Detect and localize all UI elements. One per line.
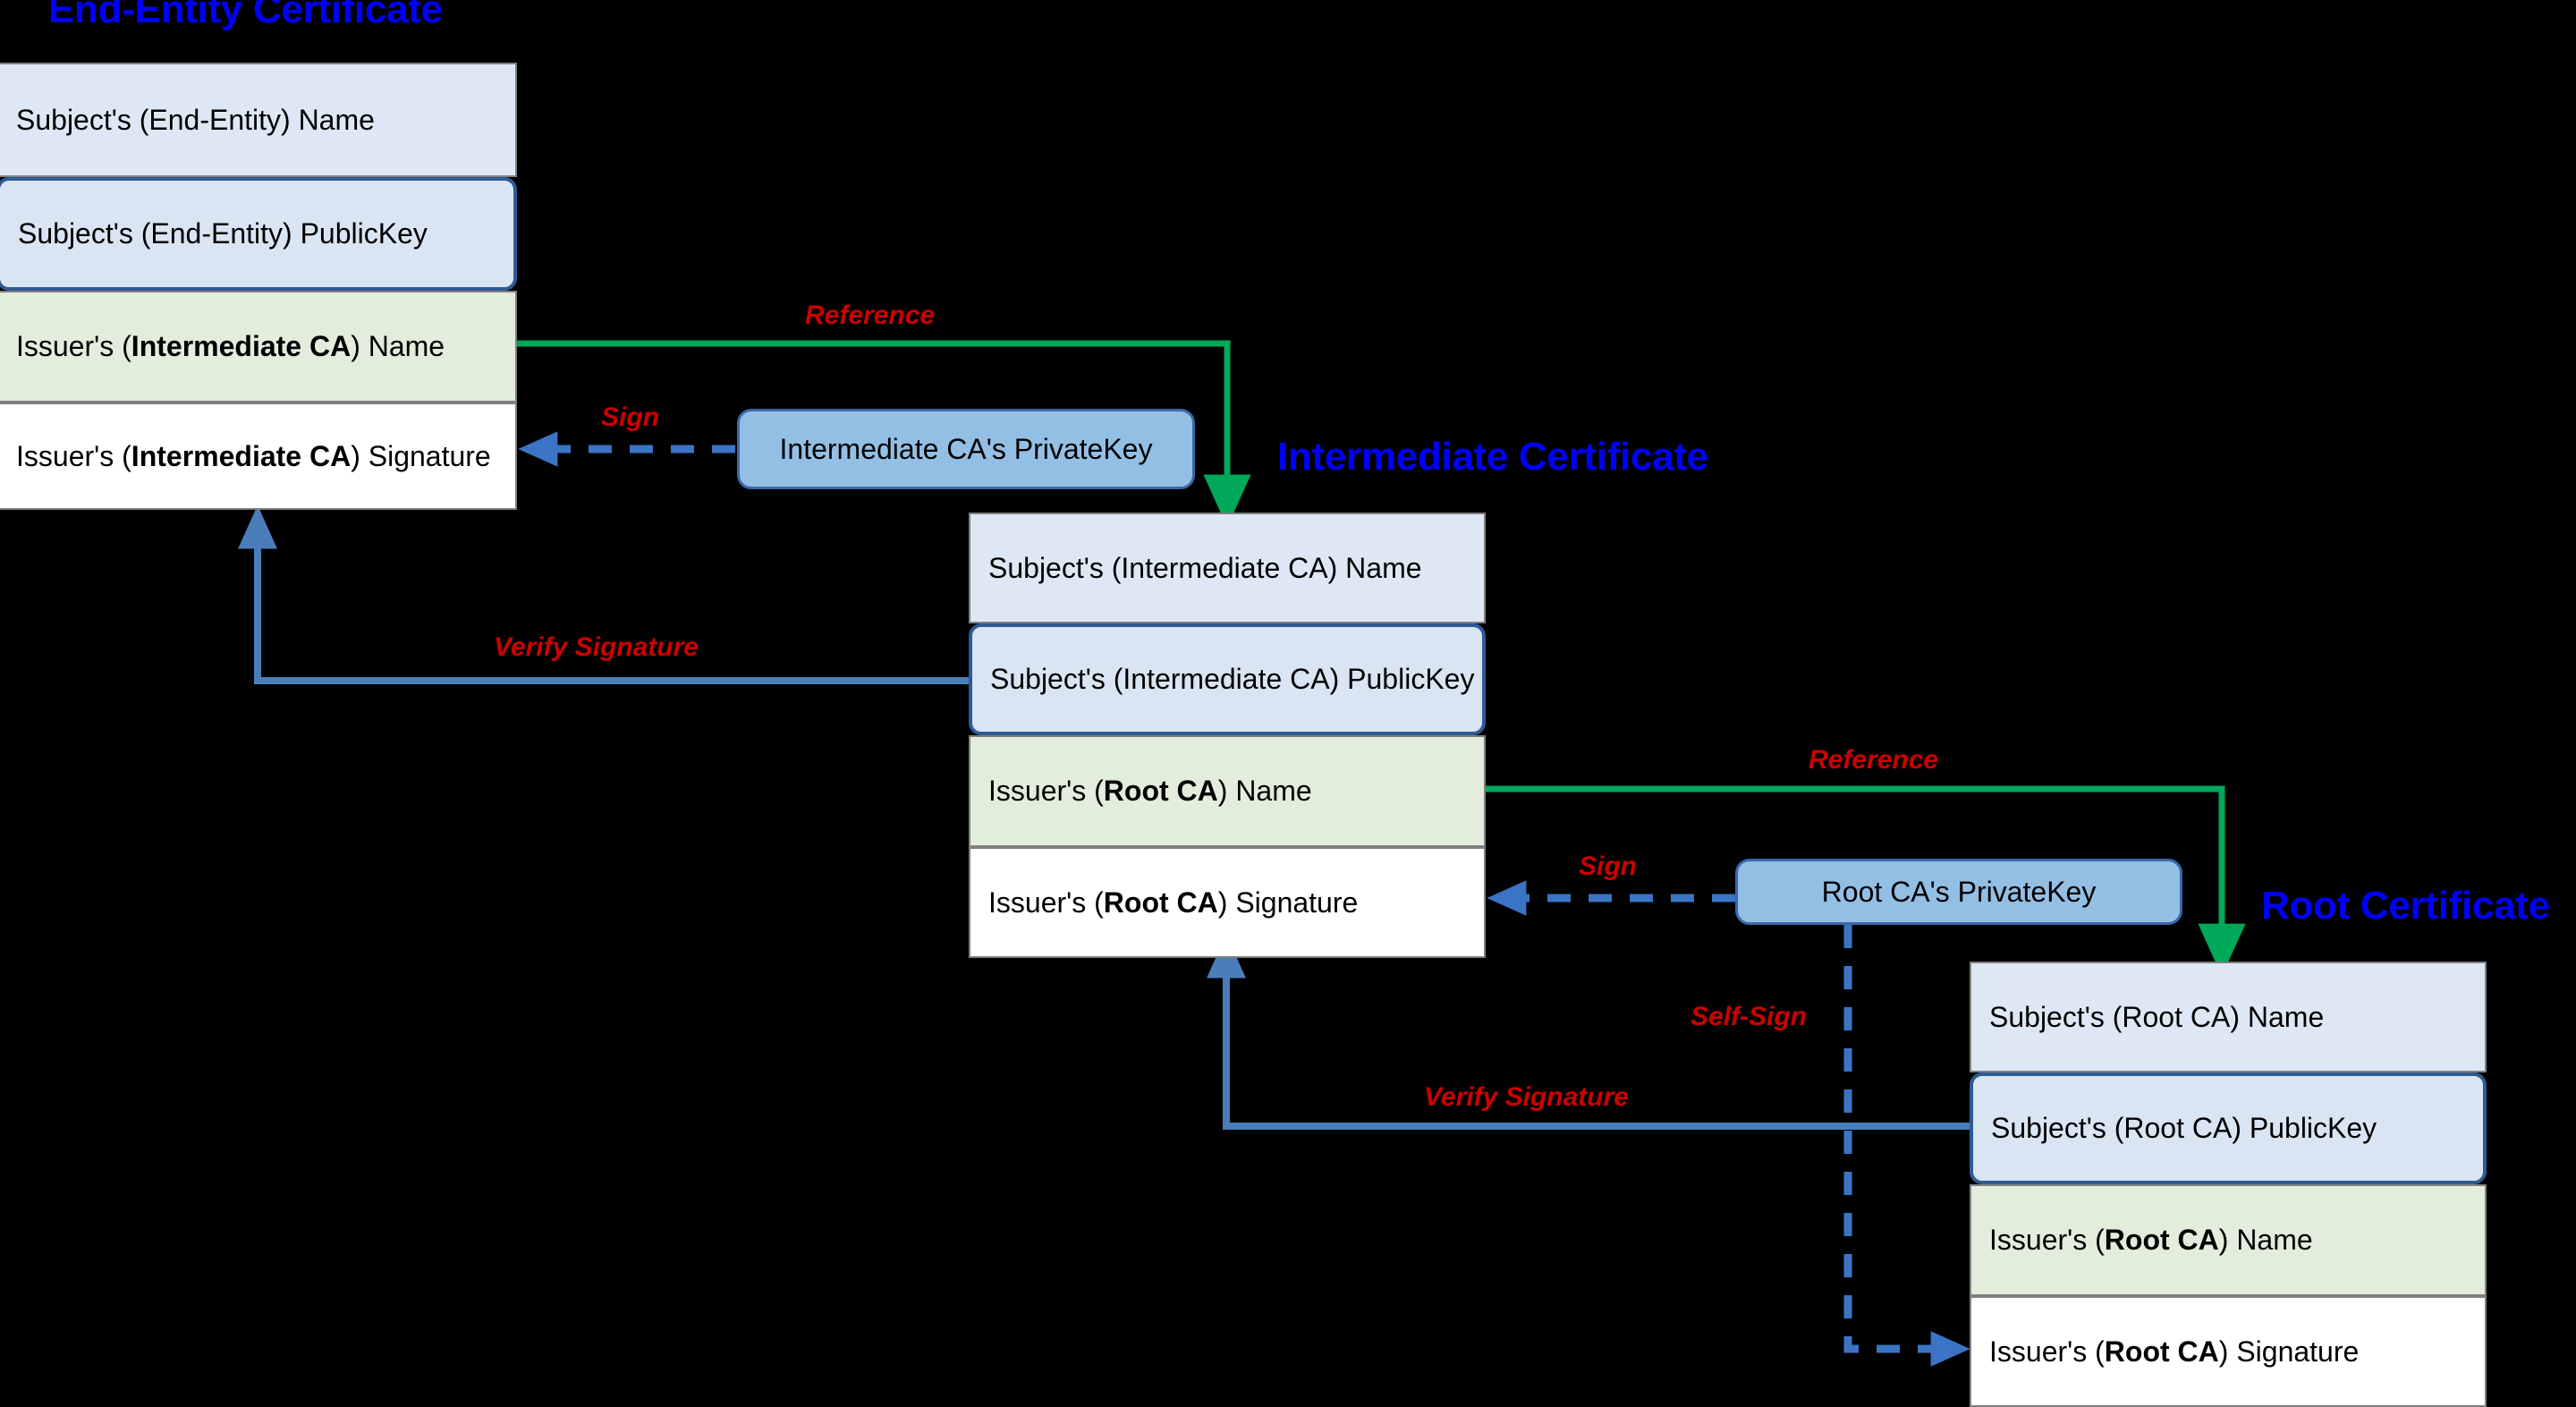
certificate-root: Subject's (Root CA) Name Subject's (Root… <box>1970 962 2487 1407</box>
cert-row-label: Issuer's (Root CA) Signature <box>1989 1335 2360 1368</box>
cert-row-subject-name: Subject's (End-Entity) Name <box>0 63 517 177</box>
edge-label-verify-2: Verify Signature <box>1424 1082 1629 1112</box>
edge-label-sign-1: Sign <box>601 403 659 432</box>
cert-row-label: Subject's (Root CA) PublicKey <box>1991 1112 2377 1145</box>
cert-row-issuer-signature: Issuer's (Intermediate CA) Signature <box>0 403 517 510</box>
edge-label-reference-1: Reference <box>805 301 936 330</box>
cert-row-label: Subject's (Intermediate CA) Name <box>988 551 1422 584</box>
cert-row-issuer-signature: Issuer's (Root CA) Signature <box>969 847 1486 958</box>
cert-row-subject-publickey: Subject's (Root CA) PublicKey <box>1970 1072 2487 1184</box>
cert-row-subject-name: Subject's (Root CA) Name <box>1970 962 2487 1072</box>
cert-row-label: Subject's (End-Entity) PublicKey <box>18 217 428 250</box>
cert-row-subject-name: Subject's (Intermediate CA) Name <box>969 513 1486 623</box>
edge-label-self-sign: Self-Sign <box>1690 1002 1808 1031</box>
cert-title-root: Root Certificate <box>2261 884 2550 928</box>
cert-title-intermediate: Intermediate Certificate <box>1277 435 1708 479</box>
cert-row-subject-publickey: Subject's (End-Entity) PublicKey <box>0 177 517 291</box>
certificate-end-entity: Subject's (End-Entity) Name Subject's (E… <box>0 63 517 510</box>
cert-row-label: Issuer's (Intermediate CA) Signature <box>16 439 491 472</box>
cert-row-issuer-name: Issuer's (Root CA) Name <box>969 735 1486 847</box>
private-key-label: Intermediate CA's PrivateKey <box>779 432 1153 465</box>
cert-row-issuer-name: Issuer's (Root CA) Name <box>1970 1184 2487 1296</box>
cert-row-subject-publickey: Subject's (Intermediate CA) PublicKey <box>969 623 1486 735</box>
private-key-intermediate: Intermediate CA's PrivateKey <box>737 409 1195 489</box>
cert-row-label: Issuer's (Root CA) Name <box>988 775 1312 808</box>
edge-label-sign-2: Sign <box>1579 852 1637 881</box>
cert-row-issuer-signature: Issuer's (Root CA) Signature <box>1970 1296 2487 1407</box>
private-key-label: Root CA's PrivateKey <box>1821 875 2097 908</box>
cert-title-end-entity: End-Entity Certificate <box>48 0 443 31</box>
cert-row-label: Issuer's (Intermediate CA) Name <box>16 330 445 363</box>
private-key-root: Root CA's PrivateKey <box>1735 859 2182 925</box>
cert-row-label: Subject's (Intermediate CA) PublicKey <box>990 663 1475 696</box>
certificate-intermediate: Subject's (Intermediate CA) Name Subject… <box>969 513 1486 958</box>
edge-self-sign-root <box>1843 925 1970 1367</box>
cert-row-issuer-name: Issuer's (Intermediate CA) Name <box>0 291 517 403</box>
edge-label-reference-2: Reference <box>1809 745 1939 775</box>
edge-label-verify-1: Verify Signature <box>494 632 699 662</box>
cert-row-label: Subject's (Root CA) Name <box>1989 1000 2325 1033</box>
cert-row-label: Issuer's (Root CA) Signature <box>988 886 1359 919</box>
cert-row-label: Subject's (End-Entity) Name <box>16 103 375 136</box>
cert-row-label: Issuer's (Root CA) Name <box>1989 1224 2313 1257</box>
